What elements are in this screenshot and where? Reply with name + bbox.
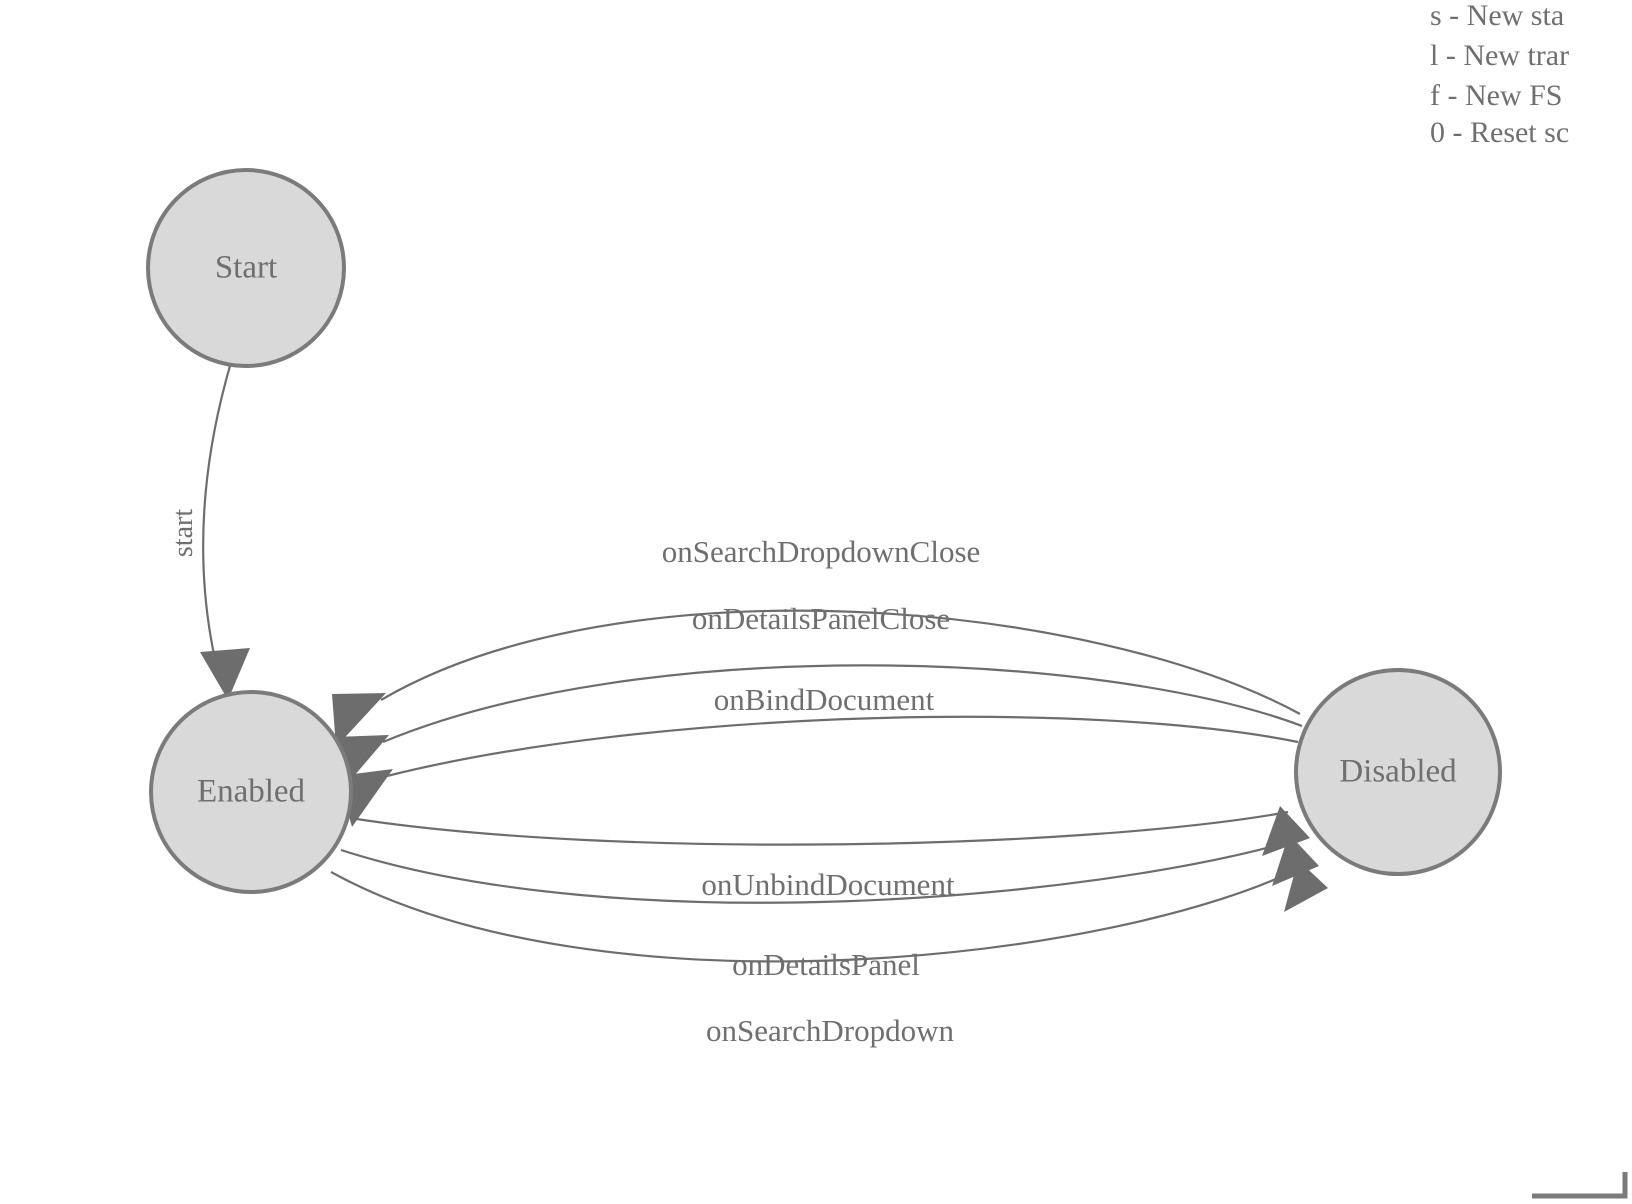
help-line-new-state: s - New sta <box>1430 0 1564 32</box>
edge-searchdropdownclose[interactable] <box>332 609 1301 747</box>
arrowhead-start <box>200 648 250 700</box>
edge-label-start: start <box>168 509 199 557</box>
edge-path-searchdropdown <box>330 865 1305 963</box>
edge-detailspanel[interactable] <box>340 834 1319 904</box>
edge-path-searchdropdownclose <box>380 609 1301 715</box>
edge-unbinddocument[interactable] <box>349 806 1310 856</box>
arrowhead-searchdropdown <box>1284 860 1328 912</box>
edge-start-to-enabled[interactable] <box>200 365 250 700</box>
edge-label-detailspanel: onDetailsPanel <box>732 947 920 982</box>
arrowhead-searchdropdownclose <box>332 693 386 747</box>
edge-label-unbinddocument: onUnbindDocument <box>701 867 955 902</box>
edge-label-binddocument: onBindDocument <box>714 682 935 717</box>
help-overlay: s - New sta l - New trar f - New FS 0 - … <box>1430 0 1569 149</box>
edge-path-start <box>202 365 232 665</box>
edge-label-searchdropdownclose: onSearchDropdownClose <box>662 534 981 569</box>
state-circle-disabled <box>1294 668 1502 876</box>
frame-corner-bottom-right <box>1532 1172 1628 1199</box>
arrowhead-unbinddocument <box>1262 806 1310 856</box>
edge-binddocument[interactable] <box>338 715 1299 827</box>
state-node-start[interactable]: Start <box>146 168 346 368</box>
state-node-disabled[interactable]: Disabled <box>1294 668 1502 876</box>
state-circle-start <box>146 168 346 368</box>
state-label-enabled: Enabled <box>197 774 306 810</box>
arrowhead-detailspanel <box>1272 834 1319 886</box>
edge-path-detailspanelclose <box>382 664 1303 744</box>
state-label-start: Start <box>215 250 277 286</box>
state-circle-enabled <box>149 690 353 894</box>
edge-searchdropdown[interactable] <box>330 860 1328 963</box>
edge-label-detailspanelclose: onDetailsPanelClose <box>692 601 950 636</box>
edge-path-detailspanel <box>340 838 1297 904</box>
edge-path-unbinddocument <box>349 810 1289 846</box>
state-node-enabled[interactable]: Enabled <box>149 690 353 894</box>
help-line-reset: 0 - Reset sc <box>1430 116 1569 149</box>
edge-path-binddocument <box>386 715 1299 778</box>
edge-label-searchdropdown: onSearchDropdown <box>706 1013 954 1048</box>
help-line-new-transition: l - New trar <box>1430 39 1569 72</box>
state-label-disabled: Disabled <box>1339 754 1457 790</box>
help-line-new-fsm: f - New FS <box>1430 79 1563 112</box>
